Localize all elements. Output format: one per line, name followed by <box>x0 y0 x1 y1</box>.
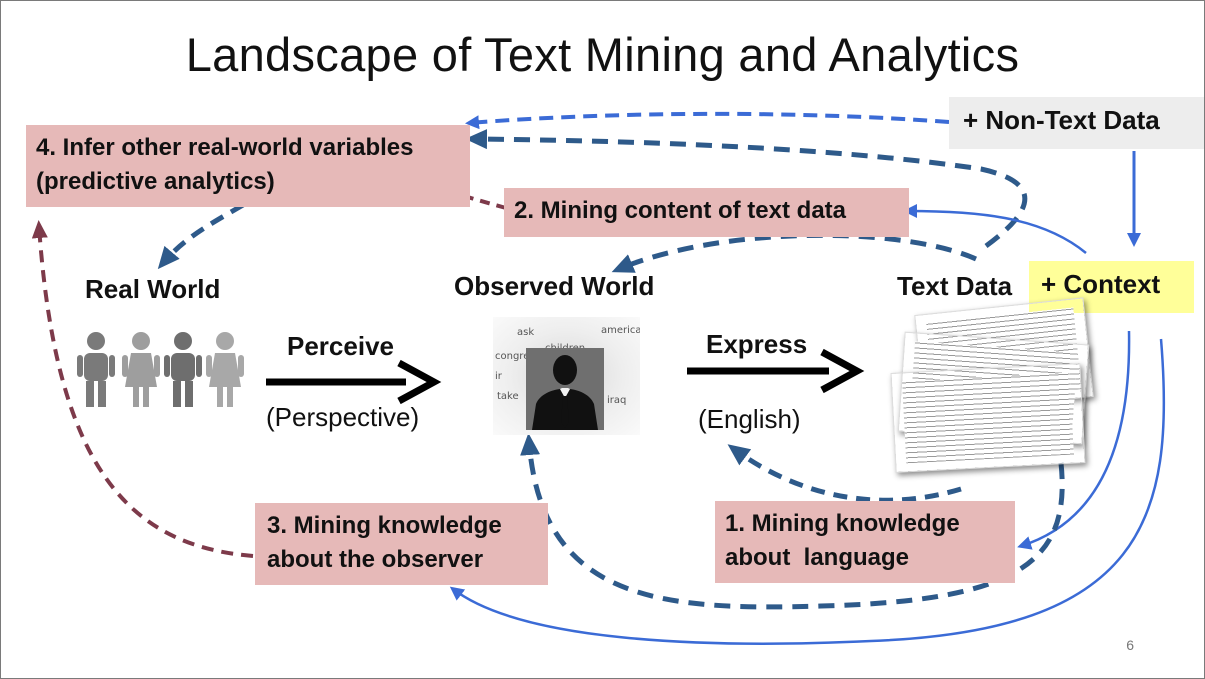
person-icon <box>77 332 115 407</box>
observer-silhouette-icon <box>526 348 604 430</box>
infer-variables-line2: (predictive analytics) <box>36 168 275 195</box>
mining-language-line1: 1. Mining knowledge <box>725 510 960 537</box>
observer-word: ir <box>495 371 502 382</box>
infer-variables-box: 4. Infer other real-world variables (pre… <box>26 125 470 207</box>
express-label: Express <box>706 329 808 359</box>
person-icon <box>122 332 160 407</box>
person-icon <box>206 332 244 407</box>
text-document-icon <box>881 297 1096 473</box>
context-to-observer-arrow <box>449 338 1166 645</box>
infer-to-real-world-arrow <box>157 202 245 270</box>
express-arrow <box>687 348 865 394</box>
person-icon <box>164 332 202 407</box>
mining-content-box: 2. Mining content of text data <box>504 188 909 237</box>
slide-title: Landscape of Text Mining and Analytics <box>185 28 1020 81</box>
non-text-data-box: + Non-Text Data <box>949 97 1204 149</box>
mining-observer-line1: 3. Mining knowledge <box>267 512 502 539</box>
observer-image: ask america children congress ir take he… <box>493 317 640 435</box>
observed-world-label: Observed World <box>454 271 655 301</box>
text-page <box>890 363 1086 473</box>
perspective-label: (Perspective) <box>266 402 420 432</box>
perceive-label: Perceive <box>287 331 394 361</box>
mining-language-box: 1. Mining knowledge about language <box>715 501 1015 583</box>
text-data-label: Text Data <box>897 271 1013 301</box>
language-to-english-arrow <box>727 444 962 503</box>
english-label: (English) <box>698 404 801 434</box>
observer-to-infer-arrow <box>31 220 254 558</box>
observer-word: america <box>601 325 640 336</box>
mining-language-line2: about language <box>725 544 910 571</box>
observer-word: take <box>497 391 519 402</box>
context-to-language-arrow <box>1017 330 1131 550</box>
infer-variables-line1: 4. Infer other real-world variables <box>36 134 414 161</box>
mining-observer-line2: about the observer <box>267 546 484 573</box>
text-to-infer-arrow <box>465 129 1028 249</box>
observer-word: iraq <box>607 395 627 406</box>
non-text-data-label: + Non-Text Data <box>963 105 1160 135</box>
observer-word: congress <box>495 351 540 362</box>
perceive-arrow <box>266 359 442 405</box>
mining-content-label: 2. Mining content of text data <box>514 197 847 224</box>
mining-observer-box: 3. Mining knowledge about the observer <box>255 503 548 585</box>
context-label: + Context <box>1041 269 1161 299</box>
text-to-observer-bottom-arrow <box>520 433 1065 610</box>
observer-word: ask <box>517 327 535 338</box>
context-to-content-arrow <box>903 204 1087 254</box>
text-to-observed-arrow <box>611 232 978 273</box>
nontext-to-infer-arrow <box>465 111 950 130</box>
real-world-label: Real World <box>85 274 221 304</box>
page-number: 6 <box>1126 637 1134 653</box>
